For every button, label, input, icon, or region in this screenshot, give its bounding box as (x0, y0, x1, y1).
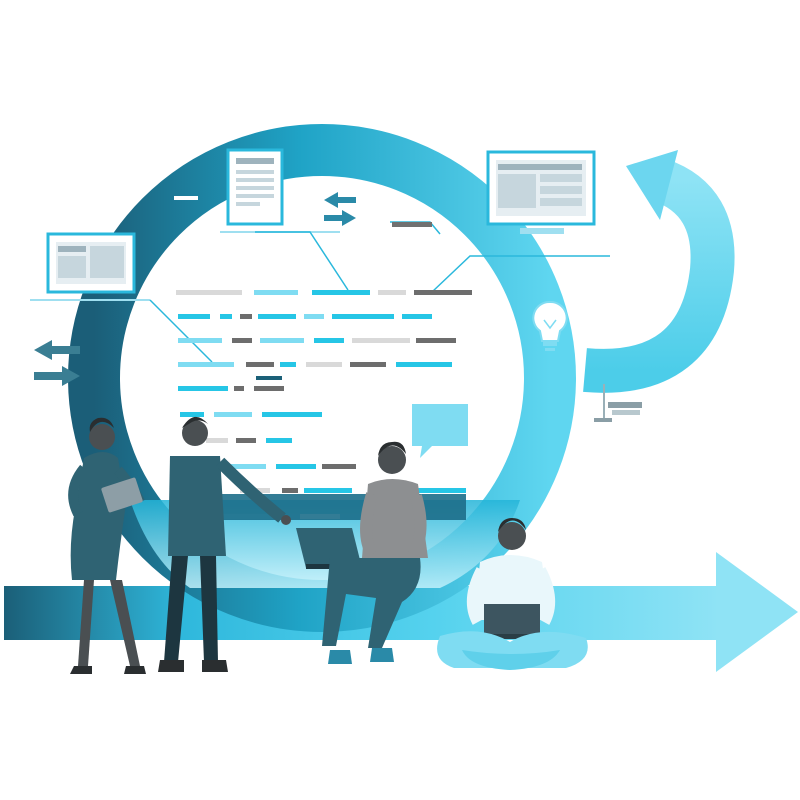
leader-lines (149, 221, 610, 363)
person-woman-with-tablet (68, 417, 146, 674)
monitor-icon (486, 150, 596, 234)
laptop-icon (478, 604, 546, 639)
person-man-with-laptop (296, 441, 428, 664)
leader-label (392, 222, 432, 227)
document-icon (220, 148, 340, 233)
swap-arrows-icon (34, 340, 80, 386)
curved-arrow-icon (583, 150, 735, 393)
tablet-icon (101, 477, 143, 513)
lightbulb-icon (532, 300, 568, 351)
speech-bubble-icon (412, 404, 468, 458)
monitor-icon (30, 232, 150, 301)
desk-band (210, 494, 466, 520)
dash-marker (174, 196, 198, 200)
person-man-pointing (158, 416, 291, 672)
swap-arrows-icon (324, 192, 356, 226)
person-man-cross-legged (437, 518, 588, 670)
mini-chart (594, 384, 642, 422)
